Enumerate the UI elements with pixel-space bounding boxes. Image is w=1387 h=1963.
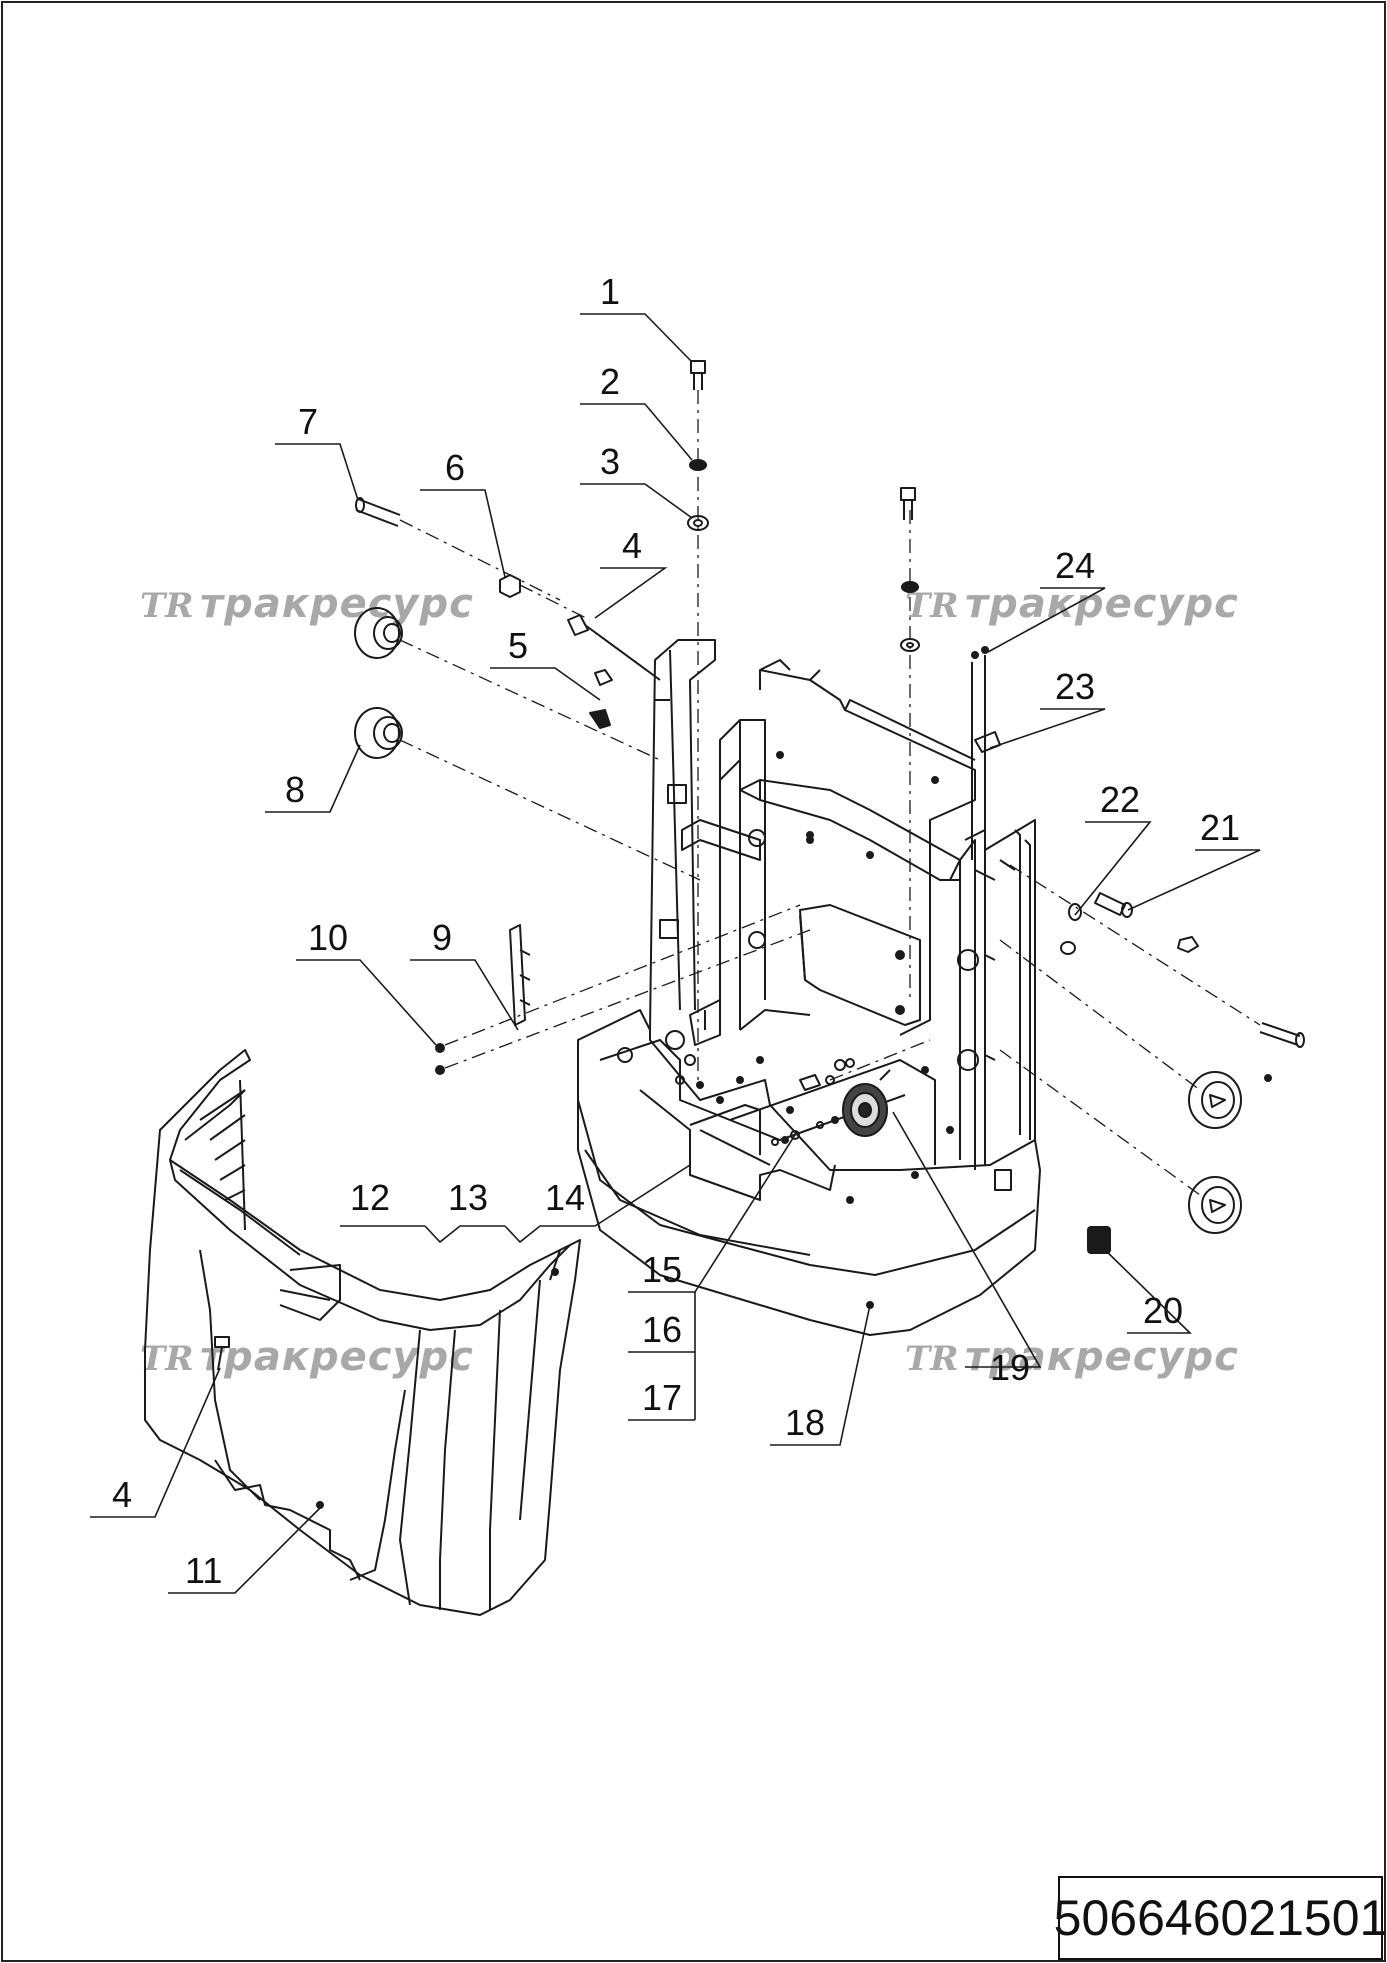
svg-text:тракресурс: тракресурс — [200, 1334, 474, 1380]
assembly-center-lines — [399, 390, 1261, 1196]
callout-8: 8 — [285, 769, 305, 810]
callout-17: 17 — [642, 1377, 682, 1418]
svg-text:тракресурс: тракресурс — [200, 581, 474, 627]
callout-1: 1 — [600, 271, 620, 312]
callout-21: 21 — [1200, 807, 1240, 848]
callout-19: 19 — [990, 1347, 1030, 1388]
callout-6: 6 — [445, 447, 465, 488]
svg-text:TR: TR — [140, 586, 194, 626]
fasteners — [354, 360, 1305, 1254]
callout-16: 16 — [642, 1309, 682, 1350]
callout-4: 4 — [622, 525, 642, 566]
callout-14: 14 — [545, 1177, 585, 1218]
callout-7: 7 — [298, 401, 318, 442]
callout-9: 9 — [432, 917, 452, 958]
callout-11: 11 — [185, 1550, 222, 1591]
svg-text:TR: TR — [905, 586, 959, 626]
callout-labels: 1 2 3 4 5 6 7 8 9 10 11 12 13 14 15 16 1… — [112, 271, 1240, 1591]
callout-4-cover: 4 — [112, 1474, 132, 1515]
callout-5: 5 — [508, 625, 528, 666]
svg-text:TR: TR — [905, 1339, 959, 1379]
svg-text:тракресурс: тракресурс — [965, 1334, 1239, 1380]
callout-23: 23 — [1055, 666, 1095, 707]
watermark-bottom-left: TR тракресурс — [140, 1334, 474, 1380]
callout-12: 12 — [350, 1177, 390, 1218]
cover-part-11 — [144, 1049, 581, 1616]
callout-13: 13 — [448, 1177, 488, 1218]
watermark-bottom-right: TR тракресурс — [905, 1334, 1239, 1380]
part-number-box: 506646021501 — [1054, 1876, 1387, 1960]
callout-10: 10 — [308, 917, 348, 958]
watermark-top-left: TR тракресурс — [140, 581, 474, 627]
part-number: 506646021501 — [1053, 1890, 1387, 1946]
callout-15: 15 — [642, 1249, 682, 1290]
callout-3: 3 — [600, 441, 620, 482]
svg-text:TR: TR — [140, 1339, 194, 1379]
callout-22: 22 — [1100, 779, 1140, 820]
main-frame-part-18 — [577, 639, 1041, 1336]
callout-2: 2 — [600, 361, 620, 402]
callout-24: 24 — [1055, 545, 1095, 586]
callout-leaders — [90, 313, 1261, 1594]
callout-20: 20 — [1143, 1290, 1183, 1331]
callout-18: 18 — [785, 1402, 825, 1443]
